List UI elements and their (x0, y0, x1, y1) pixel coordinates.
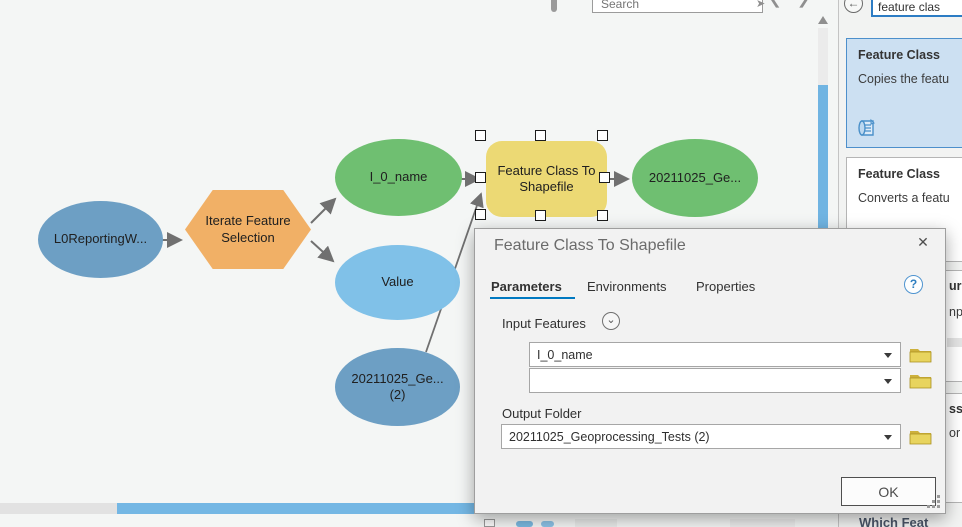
statusbar-fragment (484, 519, 495, 527)
selection-handle[interactable] (597, 210, 608, 221)
script-tool-icon (858, 118, 875, 136)
node-label: 20211025_Ge... (2) (351, 370, 444, 402)
tab-environments[interactable]: Environments (587, 279, 667, 294)
input-features-value-1: I_0_name (537, 347, 593, 362)
result-description: Converts a featu (858, 191, 950, 205)
output-folder-field[interactable]: 20211025_Geoprocessing_Tests (2) (501, 424, 901, 449)
back-button[interactable]: ← (844, 0, 863, 13)
result-title: Feature Class (858, 167, 940, 181)
occluded-result-title: ure (949, 279, 962, 293)
selection-handle[interactable] (535, 210, 546, 221)
ok-button[interactable]: OK (841, 477, 936, 506)
toolbar-separator (551, 0, 557, 12)
statusbar-fragment (516, 521, 533, 527)
model-node-value[interactable]: Value (335, 245, 460, 320)
model-node-output[interactable]: 20211025_Ge... (632, 139, 758, 217)
occluded-result-description: or (949, 426, 961, 440)
canvas-search-input[interactable] (593, 0, 756, 11)
browse-folder-icon[interactable] (909, 372, 932, 389)
search-result-card-selected[interactable]: Feature Class Copies the featu (846, 38, 962, 148)
selection-handle[interactable] (475, 172, 486, 183)
active-tab-underline (490, 297, 575, 299)
input-features-row-1[interactable]: I_0_name (529, 342, 901, 367)
browse-folder-icon[interactable] (909, 428, 932, 445)
nav-forward-icon[interactable]: ❯ (797, 0, 810, 8)
node-label: 20211025_Ge... (648, 169, 742, 185)
close-icon[interactable]: ✕ (917, 234, 929, 250)
output-folder-label: Output Folder (502, 406, 582, 421)
selection-handle[interactable] (475, 209, 486, 220)
node-label: Feature Class To Shapefile (497, 162, 596, 194)
node-label: Iterate Feature Selection (205, 213, 291, 245)
node-label: L0ReportingW... (53, 231, 148, 247)
search-go-icon[interactable]: ➤ (756, 0, 766, 10)
statusbar-fragment (575, 519, 617, 527)
panel-search-box[interactable] (871, 0, 962, 17)
vertical-scrollbar-thumb[interactable] (818, 85, 828, 228)
node-label: I_0_name (369, 169, 428, 185)
dropdown-caret-icon[interactable] (884, 353, 892, 358)
back-arrow-icon: ← (847, 0, 860, 10)
statusbar-fragment (541, 521, 554, 527)
chevron-down-icon[interactable]: ⌄ (602, 312, 620, 330)
panel-search-input[interactable] (873, 0, 962, 14)
dialog-title: Feature Class To Shapefile (494, 237, 686, 254)
selection-handle[interactable] (535, 130, 546, 141)
tab-parameters[interactable]: Parameters (491, 279, 562, 294)
occluded-result-description: np (949, 305, 962, 319)
dropdown-caret-icon[interactable] (884, 435, 892, 440)
output-folder-value: 20211025_Geoprocessing_Tests (2) (509, 429, 710, 444)
result-title: Feature Class (858, 48, 940, 62)
input-features-row-2[interactable] (529, 368, 901, 393)
nav-back-icon[interactable]: ❮ (769, 0, 782, 8)
selection-handle[interactable] (597, 130, 608, 141)
statusbar-fragment (730, 519, 795, 527)
selection-handle[interactable] (599, 172, 610, 183)
help-icon[interactable]: ? (904, 275, 923, 294)
selection-handle[interactable] (475, 130, 486, 141)
panel-section-title-partial: Which Feat (859, 515, 929, 527)
model-node-geoprocessing-2[interactable]: 20211025_Ge... (2) (335, 348, 460, 426)
panel-divider (947, 338, 962, 347)
tab-properties[interactable]: Properties (696, 279, 756, 294)
model-node-source[interactable]: L0ReportingW... (38, 201, 163, 278)
model-node-tool-selected[interactable]: Feature Class To Shapefile (486, 141, 607, 217)
resize-grip[interactable] (927, 495, 941, 509)
dropdown-caret-icon[interactable] (884, 379, 892, 384)
node-label: Value (381, 274, 414, 290)
scroll-up-icon[interactable] (818, 16, 828, 24)
input-features-label: Input Features (502, 316, 586, 331)
occluded-result-title: ss (949, 402, 962, 416)
browse-folder-icon[interactable] (909, 346, 932, 363)
result-description: Copies the featu (858, 72, 950, 86)
model-node-i0name[interactable]: I_0_name (335, 139, 462, 216)
canvas-search-box[interactable]: ➤ (592, 0, 765, 13)
model-node-iterator[interactable]: Iterate Feature Selection (185, 190, 311, 269)
tool-dialog: Feature Class To Shapefile ✕ Parameters … (474, 228, 946, 514)
ok-label: OK (878, 483, 899, 500)
horizontal-scrollbar-thumb[interactable] (117, 503, 717, 514)
